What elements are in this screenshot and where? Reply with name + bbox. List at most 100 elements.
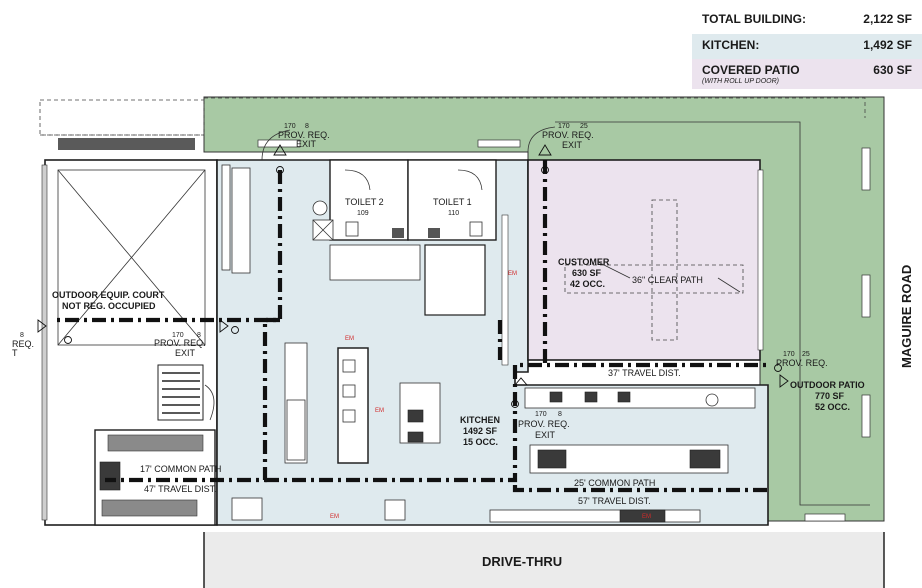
customer-window-right — [757, 169, 764, 351]
service-counter — [524, 387, 756, 409]
svg-text:PROV. REQ.: PROV. REQ. — [154, 338, 206, 348]
freezer-shelf-2 — [101, 499, 198, 517]
shelf-unit-2 — [286, 399, 306, 461]
walk-in-dark — [407, 409, 424, 423]
legend-patio-row: COVERED PATIO (WITH ROLL UP DOOR) 630 SF — [692, 59, 922, 89]
stair-door-swing — [204, 384, 215, 421]
svg-text:PROV. REQ.: PROV. REQ. — [518, 419, 570, 429]
equip-court-label-2: NOT REG. OCCUPIED — [62, 301, 156, 311]
travel-47-label: 47' TRAVEL DIST. — [144, 484, 217, 494]
exit-label-right: 170 25 PROV. REQ. — [776, 351, 828, 368]
screen-wall-left — [41, 164, 48, 521]
svg-text:EXIT: EXIT — [175, 348, 196, 358]
island-sink-3 — [342, 409, 356, 423]
customer-label: CUSTOMER — [558, 257, 610, 267]
svg-text:EXIT: EXIT — [296, 139, 317, 149]
svg-text:8: 8 — [197, 332, 201, 339]
legend-total-value: 2,122 SF — [863, 12, 912, 26]
patio-dashed-boundary — [204, 97, 866, 118]
outdoor-patio-label: OUTDOOR PATIO — [790, 380, 865, 390]
bottom-eq-1 — [231, 497, 263, 521]
water-heater — [312, 200, 328, 216]
counter-eq-2 — [584, 391, 598, 403]
counter-eq-1 — [549, 391, 563, 403]
sink-1 — [428, 228, 440, 238]
freezer-unit — [99, 461, 121, 491]
bottom-eq-4 — [619, 509, 666, 523]
svg-text:PROV. REQ.: PROV. REQ. — [542, 130, 594, 140]
cook-eq-1 — [537, 449, 567, 469]
toilet-2-fixture — [345, 221, 359, 237]
sink-2 — [392, 228, 404, 238]
svg-text:PROV. REQ.: PROV. REQ. — [776, 358, 828, 368]
exit-door-top-right — [527, 126, 556, 153]
svg-text:EXIT: EXIT — [535, 430, 556, 440]
customer-window-left — [501, 214, 509, 366]
svg-text:T: T — [12, 348, 18, 358]
legend-kitchen-value: 1,492 SF — [863, 38, 912, 52]
wall-shelf — [221, 164, 231, 271]
customer-area: 630 SF — [572, 268, 602, 278]
svg-text:170: 170 — [172, 332, 184, 339]
storage-shelves — [231, 167, 251, 274]
svg-text:8: 8 — [20, 332, 24, 339]
stair — [157, 364, 204, 421]
svg-text:8: 8 — [558, 411, 562, 418]
counter-eq-4 — [705, 393, 719, 407]
drive-thru-label: DRIVE-THRU — [482, 554, 562, 569]
legend-patio-name: COVERED PATIO (WITH ROLL UP DOOR) — [702, 63, 800, 85]
island-sink-2 — [342, 384, 356, 398]
exit-label-top-left: 170 8 PROV. REQ. EXIT — [278, 123, 330, 149]
common-25-label: 25' COMMON PATH — [574, 478, 655, 488]
corridor-wall — [329, 244, 421, 281]
exit-door-top-left — [261, 129, 291, 161]
legend-kitchen-row: KITCHEN: 1,492 SF — [692, 34, 922, 59]
bottom-eq-2 — [384, 499, 406, 521]
equip-diag-2 — [57, 169, 206, 346]
toilet-1-num: 110 — [448, 210, 459, 217]
exit-symbols — [37, 144, 789, 408]
svg-text:PROV. REQ.: PROV. REQ. — [278, 130, 330, 140]
door-swing-t2 — [344, 169, 371, 191]
em-label: EM — [375, 408, 384, 414]
counter-eq-3 — [617, 391, 631, 403]
toilet-2-room — [329, 159, 409, 241]
travel-57-label: 57' TRAVEL DIST. — [578, 496, 651, 506]
toilet-2-num: 109 — [357, 210, 369, 217]
toilet-1-fixture — [469, 221, 483, 237]
cook-eq-2 — [689, 449, 721, 469]
clear-path-arrow-r — [717, 277, 741, 293]
legend-patio-label: COVERED PATIO — [702, 63, 800, 77]
freezer-shelf-1 — [107, 434, 204, 452]
legend-kitchen-label: KITCHEN: — [702, 38, 760, 52]
customer-cross — [564, 199, 744, 341]
em-label: EM — [330, 514, 339, 520]
exit-label-kitchen: 170 8 PROV. REQ. EXIT — [518, 411, 570, 440]
toilet-2-label: TOILET 2 — [345, 197, 384, 207]
customer-area — [527, 159, 761, 361]
svg-text:170: 170 — [535, 411, 547, 418]
kitchen-occ: 15 OCC. — [463, 437, 498, 447]
svg-text:EXIT: EXIT — [562, 140, 583, 150]
em-label: EM — [508, 271, 517, 277]
toilet-1-label: TOILET 1 — [433, 197, 472, 207]
kitchen-area: 1492 SF — [463, 426, 498, 436]
island-sink-1 — [342, 359, 356, 373]
em-label: EM — [345, 336, 354, 342]
maguire-road-label: MAGUIRE ROAD — [899, 265, 914, 368]
office-room — [424, 244, 486, 316]
drive-thru-band — [204, 532, 884, 588]
svg-text:170: 170 — [783, 351, 795, 358]
legend-total-row: TOTAL BUILDING: 2,122 SF — [692, 8, 922, 34]
customer-occ: 42 OCC. — [570, 279, 605, 289]
door-swing-t1 — [457, 169, 483, 191]
legend-patio-sublabel: (WITH ROLL UP DOOR) — [702, 78, 780, 85]
exit-label-top-right: 170 25 PROV. REQ. EXIT — [542, 123, 594, 150]
em-label: EM — [642, 514, 651, 520]
exit-label-far-left: 8 REQ. T — [12, 332, 34, 358]
clear-path-arrow-l — [597, 261, 631, 279]
kitchen-label: KITCHEN — [460, 415, 500, 425]
svg-text:REQ.: REQ. — [12, 339, 34, 349]
svg-text:25: 25 — [580, 123, 588, 130]
